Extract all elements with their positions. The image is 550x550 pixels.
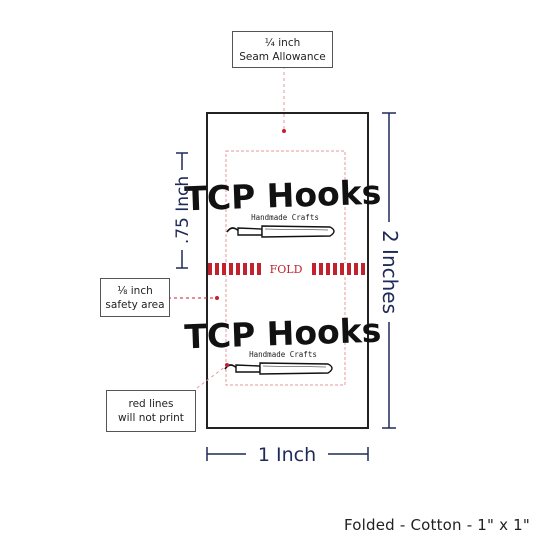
fold-text: FOLD <box>270 263 303 276</box>
brand-text-top: TCP Hooks <box>184 173 382 219</box>
fold-stripe <box>257 263 261 275</box>
crochet-hook-top <box>226 225 335 238</box>
safety-area-callout: ⅛ inch safety area <box>100 278 170 317</box>
red-callout-line1: red lines <box>128 398 174 410</box>
product-spec-footer: Folded - Cotton - 1" x 1" <box>343 516 530 534</box>
fold-stripe <box>215 263 219 275</box>
seam-allowance-callout: ¼ inch Seam Allowance <box>232 31 333 68</box>
seam-leader-dot <box>282 129 286 133</box>
tagline-text-top: Handmade Crafts <box>251 213 319 222</box>
half-height-label: .75 Inch <box>173 176 193 244</box>
safety-callout-line2: safety area <box>105 299 165 311</box>
fold-stripe <box>347 263 351 275</box>
fold-band: FOLD <box>208 262 367 276</box>
half-height-dimension: .75 Inch <box>173 152 193 269</box>
red-lines-leader-dot <box>225 363 229 367</box>
fold-stripe <box>340 263 344 275</box>
height-dimension: 2 Inches <box>378 112 402 429</box>
fold-stripe <box>319 263 323 275</box>
red-callout-line2: will not print <box>118 412 184 424</box>
fold-stripe <box>354 263 358 275</box>
fold-stripe <box>333 263 337 275</box>
fold-stripe <box>208 263 212 275</box>
seam-callout-line2: Seam Allowance <box>239 51 326 63</box>
fold-stripe <box>229 263 233 275</box>
safety-leader-dot <box>215 296 219 300</box>
fold-stripe <box>312 263 316 275</box>
tagline-text-bottom: Handmade Crafts <box>249 350 317 359</box>
fold-stripe <box>250 263 254 275</box>
fold-stripe <box>236 263 240 275</box>
width-dimension: 1 Inch <box>206 444 369 466</box>
fold-stripe <box>361 263 365 275</box>
red-lines-callout: red lines will not print <box>106 390 196 432</box>
crochet-hook-bottom <box>224 362 333 375</box>
width-label: 1 Inch <box>258 444 316 466</box>
safety-callout-line1: ⅛ inch <box>117 285 153 297</box>
brand-text-bottom: TCP Hooks <box>184 311 382 357</box>
fold-stripe <box>326 263 330 275</box>
red-lines-leader <box>196 365 227 389</box>
seam-callout-line1: ¼ inch <box>264 37 301 49</box>
fold-stripe <box>222 263 226 275</box>
height-label: 2 Inches <box>378 230 402 314</box>
fold-stripe <box>243 263 247 275</box>
